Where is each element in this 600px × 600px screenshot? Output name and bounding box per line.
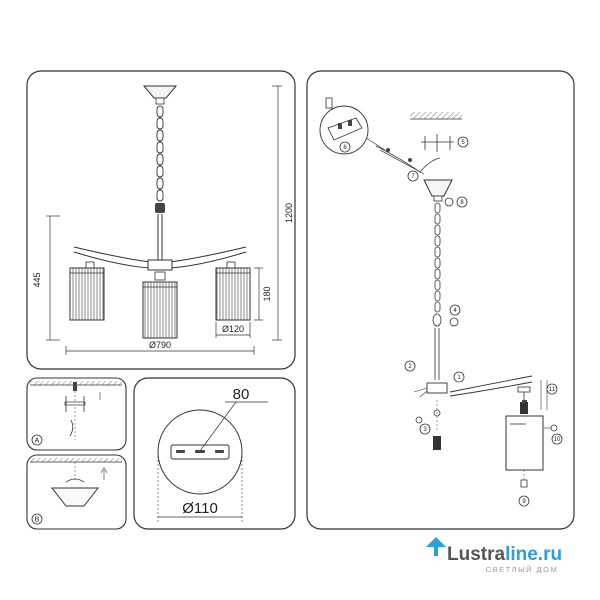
shade-left [69, 261, 105, 321]
svg-text:7: 7 [411, 174, 415, 180]
panel-a-frame [26, 377, 127, 451]
callout-5: 5 [457, 136, 469, 148]
detail-magnifier [319, 97, 386, 155]
assembly-canopy [423, 179, 453, 197]
svg-text:3: 3 [423, 427, 427, 433]
svg-text:11: 11 [549, 387, 556, 393]
assembly-hub [426, 382, 448, 394]
lamp-logo-icon [426, 537, 446, 556]
panel-dimensions-frame [26, 70, 296, 370]
callout-10: 10 [551, 433, 563, 445]
dim-mount-spacing: 80 [233, 386, 250, 403]
svg-text:2: 2 [408, 364, 412, 370]
svg-text:9: 9 [522, 499, 526, 505]
panel-canopy: 80 Ø110 [133, 377, 296, 530]
watermark-domain: line.ru [505, 544, 562, 565]
callout-7: 7 [407, 170, 419, 182]
callout-1: 1 [453, 371, 465, 383]
callout-9: 9 [518, 495, 530, 507]
panel-b-label: B [35, 517, 40, 524]
chain [156, 105, 164, 202]
panel-a: A [26, 377, 127, 451]
svg-text:4: 4 [453, 308, 457, 314]
assembly-arm [449, 375, 533, 393]
dim-canopy-diameter: Ø110 [182, 500, 218, 517]
canopy-hook [155, 97, 165, 105]
watermark-tagline: СВЕТЛЫЙ ДОМ [486, 565, 559, 574]
svg-text:8: 8 [460, 200, 464, 206]
canopy-shape [50, 487, 100, 507]
panel-b: B [26, 454, 127, 530]
dim-shade-diameter: Ø120 [222, 324, 244, 334]
watermark-brand: Lustra [447, 544, 506, 565]
assembly-shade [505, 415, 544, 471]
callout-3: 3 [419, 423, 431, 435]
dimension-lines [46, 85, 282, 355]
svg-text:10: 10 [554, 437, 561, 443]
callout-4: 4 [449, 304, 461, 316]
panel-a-label: A [35, 438, 40, 445]
callout-2: 2 [404, 360, 416, 372]
callout-6-top: 6 [339, 141, 351, 153]
dim-height-body: 445 [32, 272, 42, 287]
svg-text:1: 1 [457, 375, 461, 381]
panel-canopy-frame [133, 377, 296, 530]
dim-width: Ø790 [149, 340, 171, 350]
ceiling-block [410, 112, 462, 119]
mounting-bracket [421, 134, 454, 152]
panel-b-badge [31, 513, 43, 525]
panel-dimensions: 1200 445 180 Ø120 Ø790 [26, 70, 296, 370]
dim-shade-height: 180 [262, 286, 272, 301]
dim-height-total: 1200 [284, 203, 294, 223]
callout-8: 8 [456, 196, 468, 208]
panel-a-badge [31, 434, 43, 446]
ceiling-canopy [142, 85, 178, 99]
wires [375, 145, 441, 173]
chain-connector [155, 203, 165, 213]
panel-b-frame [26, 454, 127, 530]
panel-assembly: 1 2 3 4 5 6 7 8 [306, 70, 575, 530]
panel-assembly-frame [306, 70, 575, 530]
shade-center [142, 271, 178, 339]
center-hub [147, 259, 173, 271]
svg-text:Lustraline.ru: Lustraline.ru [447, 544, 562, 565]
lamp-holder-right [520, 402, 528, 414]
assembly-chain [434, 202, 441, 313]
callout-11: 11 [546, 383, 558, 395]
lamp-holder-center [433, 436, 441, 450]
shade-right [215, 261, 251, 321]
svg-text:5: 5 [461, 140, 465, 146]
svg-text:6: 6 [343, 145, 347, 151]
watermark: Lustraline.ru СВЕТЛЫЙ ДОМ [426, 537, 562, 574]
